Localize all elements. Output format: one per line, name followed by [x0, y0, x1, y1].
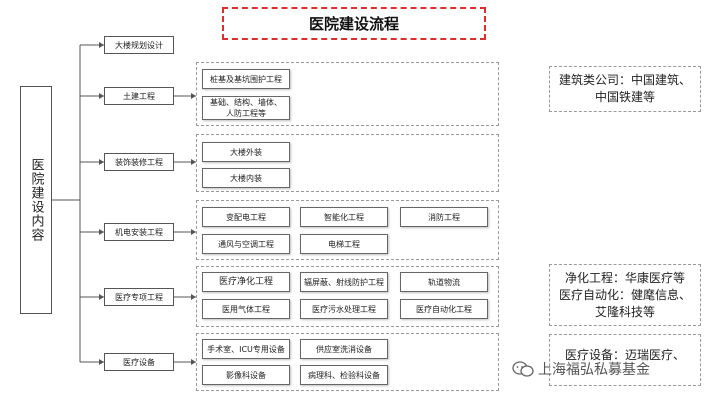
item-interior: 大楼内装 [202, 168, 290, 188]
diagram-title: 医院建设流程 [222, 7, 486, 40]
note-line: 中国铁建等 [594, 90, 655, 104]
category-decoration: 装饰装修工程 [104, 153, 174, 171]
item-automation: 医疗自动化工程 [400, 299, 488, 319]
root-label: 医院建设内容 [28, 158, 44, 242]
item-purification: 医疗净化工程 [202, 272, 290, 292]
item-exterior: 大楼外装 [202, 142, 290, 162]
item-elevator: 电梯工程 [300, 234, 388, 254]
note-line: 建筑类公司：中国建筑、 [558, 73, 691, 87]
item-imaging-equipment: 影像科设备 [202, 365, 290, 385]
note-construction-companies: 建筑类公司：中国建筑、 中国铁建等 [549, 66, 701, 112]
item-medical-gas: 医用气体工程 [202, 299, 290, 319]
category-mep: 机电安装工程 [104, 223, 174, 241]
note-line: 医疗设备：迈瑞医疗、 [564, 348, 685, 362]
item-or-icu-equipment: 手术室、ICU专用设备 [202, 339, 290, 359]
item-cssd-equipment: 供应室洗消设备 [300, 339, 388, 359]
note-medical-equipment: 医疗设备：迈瑞医疗、 [549, 334, 701, 386]
item-sewage: 医疗污水处理工程 [300, 299, 388, 319]
note-line: 净化工程：华康医疗等 [564, 270, 685, 285]
item-intelligent: 智能化工程 [300, 207, 388, 227]
category-civil: 土建工程 [104, 87, 174, 105]
root-node: 医院建设内容 [20, 86, 52, 314]
item-pathology-lab-equipment: 病理科、检验科设备 [300, 365, 388, 385]
note-line: 医疗自动化：健麾信息、 [558, 287, 691, 302]
group-medical-equipment [196, 333, 499, 391]
group-decoration [196, 134, 499, 192]
item-hvac: 通风与空调工程 [202, 234, 290, 254]
item-pile-foundation: 桩基及基坑围护工程 [202, 69, 290, 89]
note-purification-automation: 净化工程：华康医疗等 医疗自动化：健麾信息、 艾隆科技等 [549, 264, 701, 326]
watermark-text: 上海福弘私募基金 [538, 362, 650, 378]
item-radiation-shield: 辐屏蔽、射线防护工程 [300, 272, 388, 292]
item-fire: 消防工程 [400, 207, 488, 227]
group-mep [196, 200, 499, 260]
wechat-icon [512, 361, 534, 377]
item-rail-logistics: 轨道物流 [400, 272, 488, 292]
item-structure: 基础、结构、墙体、 人防工程等 [202, 96, 290, 120]
watermark: 上海福弘私募基金 [512, 358, 708, 380]
group-civil [196, 62, 499, 126]
item-power-distribution: 变配电工程 [202, 207, 290, 227]
category-planning: 大楼规划设计 [104, 36, 174, 54]
category-medical-equipment: 医疗设备 [104, 353, 174, 371]
note-line: 艾隆科技等 [594, 304, 655, 319]
group-medical-special [196, 266, 499, 327]
category-medical-special: 医疗专项工程 [104, 288, 174, 306]
